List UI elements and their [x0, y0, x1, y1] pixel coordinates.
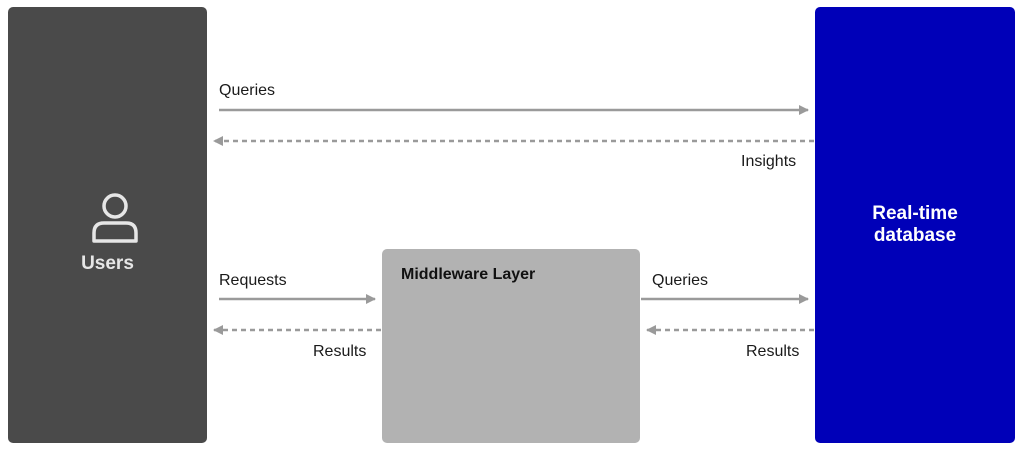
- edge-label-users-queries: Queries: [219, 82, 276, 99]
- database-label: Real-time database: [815, 203, 1015, 247]
- database-label-line2: database: [873, 225, 957, 246]
- edge-label-db-results: Results: [746, 343, 800, 360]
- edge-label-insights: Insights: [741, 153, 797, 170]
- middleware-label: Middleware Layer: [401, 266, 536, 283]
- edge-label-mw-queries: Queries: [652, 272, 709, 289]
- user-icon: [92, 193, 138, 243]
- edge-label-requests: Requests: [219, 272, 287, 289]
- middleware-node: Middleware Layer: [382, 249, 640, 443]
- edge-label-mw-results: Results: [313, 343, 367, 360]
- users-node: Users: [8, 7, 207, 443]
- database-label-line1: Real-time: [872, 203, 958, 224]
- users-label: Users: [81, 253, 134, 274]
- database-node: Real-time database: [815, 7, 1015, 443]
